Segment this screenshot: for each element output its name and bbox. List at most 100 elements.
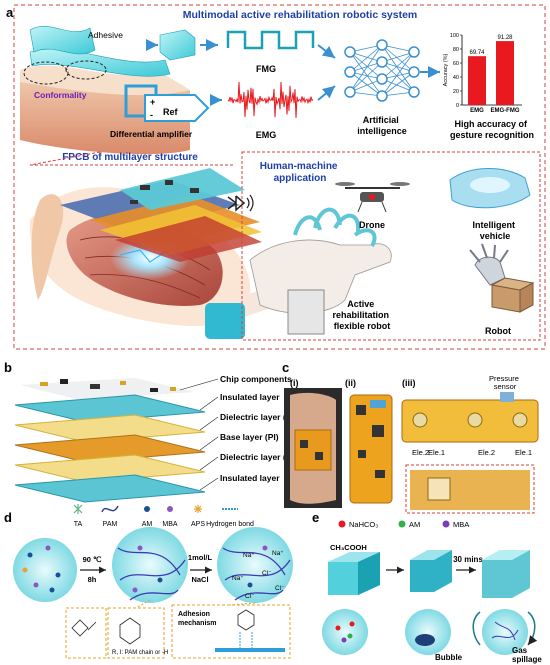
fmg-waveform <box>226 30 315 50</box>
fmg-label: FMG <box>256 64 276 74</box>
layer-label: Insulated layer <box>220 392 280 402</box>
amp-minus: - <box>150 110 153 120</box>
panel-e-legend: NaHCO₃ AM MBA <box>338 520 469 529</box>
acid-label: CH₃COOH <box>330 543 367 552</box>
fpcb-label: FPCB of multilayer structure <box>62 152 198 163</box>
nn-node <box>408 46 420 58</box>
nn-node <box>376 56 388 68</box>
layer-label: Chip components <box>220 374 292 384</box>
drone-label: Drone <box>359 220 385 230</box>
ion-label: Cl⁻ <box>245 593 255 600</box>
layer-label: Dielectric layer (Bottom) <box>220 452 318 462</box>
legend-dot <box>338 520 346 528</box>
adhesion-line: mechanism <box>178 620 217 627</box>
vehicle-label: Intelligent vehicle <box>472 220 517 241</box>
chart-tick-label: 0 <box>456 103 459 109</box>
gel-cube-bubbling <box>410 550 452 592</box>
nn-node <box>376 90 388 102</box>
legend-label: Hydrogen bond <box>206 521 254 528</box>
layer-leader-line <box>199 456 219 471</box>
high-acc-line: High accuracy of <box>454 119 528 129</box>
molecule-dots <box>22 545 268 593</box>
legend-label: TA <box>74 521 83 528</box>
pam-structure-box <box>107 607 165 659</box>
cond-temp: 90 ℃ <box>83 555 102 564</box>
legend-symbol <box>144 506 150 512</box>
amplifier-symbol <box>144 94 210 122</box>
diff-amp-label: Differential amplifier <box>110 129 193 139</box>
chart-y-label: Accuracy (%) <box>443 53 449 86</box>
gel-cube-porous <box>482 550 530 598</box>
legend-label: AM <box>142 521 153 528</box>
chart-bar <box>468 56 486 105</box>
chart-value-label: 69.74 <box>469 50 485 56</box>
chart-category-label: EMG-FMG <box>491 108 520 114</box>
tab-structure-box <box>65 607 107 659</box>
panel-d-label: d <box>4 510 12 525</box>
layer-label: Insulated layer <box>220 473 280 483</box>
nn-node <box>376 73 388 85</box>
ele2-a: Ele.2 <box>412 448 429 457</box>
amp-ref: Ref <box>163 107 179 117</box>
pressure-line: sensor <box>494 382 517 391</box>
cond-conc: 1mol/L <box>188 553 213 562</box>
layer-leader-line <box>199 396 219 411</box>
adhesive-label: Adhesive <box>88 30 123 40</box>
vehicle-illustration <box>449 168 531 209</box>
nn-node <box>376 39 388 51</box>
nn-node <box>408 66 420 78</box>
photo-device-on-arm <box>284 388 342 508</box>
legend-dot <box>398 520 406 528</box>
panel-a-border <box>13 4 546 350</box>
vehicle-line: Intelligent <box>472 220 515 230</box>
chart-tick-label: 20 <box>453 89 459 95</box>
nn-node <box>344 66 356 78</box>
ion-label: Na⁺ <box>232 575 244 582</box>
layer-stack <box>14 378 206 503</box>
chart-category-label: EMG <box>470 108 484 114</box>
ai-label-line: Artificial <box>363 115 399 125</box>
bubble-shape <box>415 634 435 646</box>
fpcb-stack-illustration <box>60 168 262 262</box>
gas-line: spillage <box>512 655 542 664</box>
molecule-dot <box>33 582 39 588</box>
panel-c-ii: (ii) <box>345 378 356 388</box>
molecule-dot <box>45 545 51 551</box>
panel-b-label: b <box>4 360 12 375</box>
layer-label: Dielectric layer (Top) <box>220 412 304 422</box>
bluetooth-icon <box>227 194 254 212</box>
legend-label: NaHCO₃ <box>349 520 378 529</box>
hydrogel-sample <box>159 29 196 61</box>
legend-symbol <box>73 504 83 514</box>
legend-label: AM <box>409 520 420 529</box>
chart-value-label: 91.28 <box>497 35 513 41</box>
legend-label: PAM <box>103 521 118 528</box>
molecule-dot <box>132 587 138 593</box>
molecule-dot <box>247 582 253 588</box>
wrist-module <box>205 303 245 339</box>
legend-label: APS <box>191 521 205 528</box>
robot-hand-illustration <box>469 243 535 313</box>
legend-label: MBA <box>453 520 469 529</box>
hm-app-title: Human-machine application <box>260 161 341 184</box>
gas-line: Gas <box>512 646 528 655</box>
conformality-label: Conformality <box>34 90 87 100</box>
photo-pcb-board <box>345 390 397 508</box>
vehicle-line: vehicle <box>480 231 511 241</box>
ion-label: Na⁺ <box>272 550 284 557</box>
legend-symbol <box>101 505 119 513</box>
layer-leader-line <box>179 378 219 391</box>
skin-sensor-illustration <box>20 25 190 155</box>
nn-node <box>408 86 420 98</box>
molecule-dot <box>27 552 33 558</box>
panel-c-label: c <box>282 360 289 375</box>
layer-leader-line <box>199 436 219 451</box>
layer-label: Base layer (PI) <box>220 432 279 442</box>
gas-label: Gas spillage <box>512 646 542 664</box>
neural-network-icon <box>344 39 420 102</box>
cond-salt: NaCl <box>191 575 208 584</box>
